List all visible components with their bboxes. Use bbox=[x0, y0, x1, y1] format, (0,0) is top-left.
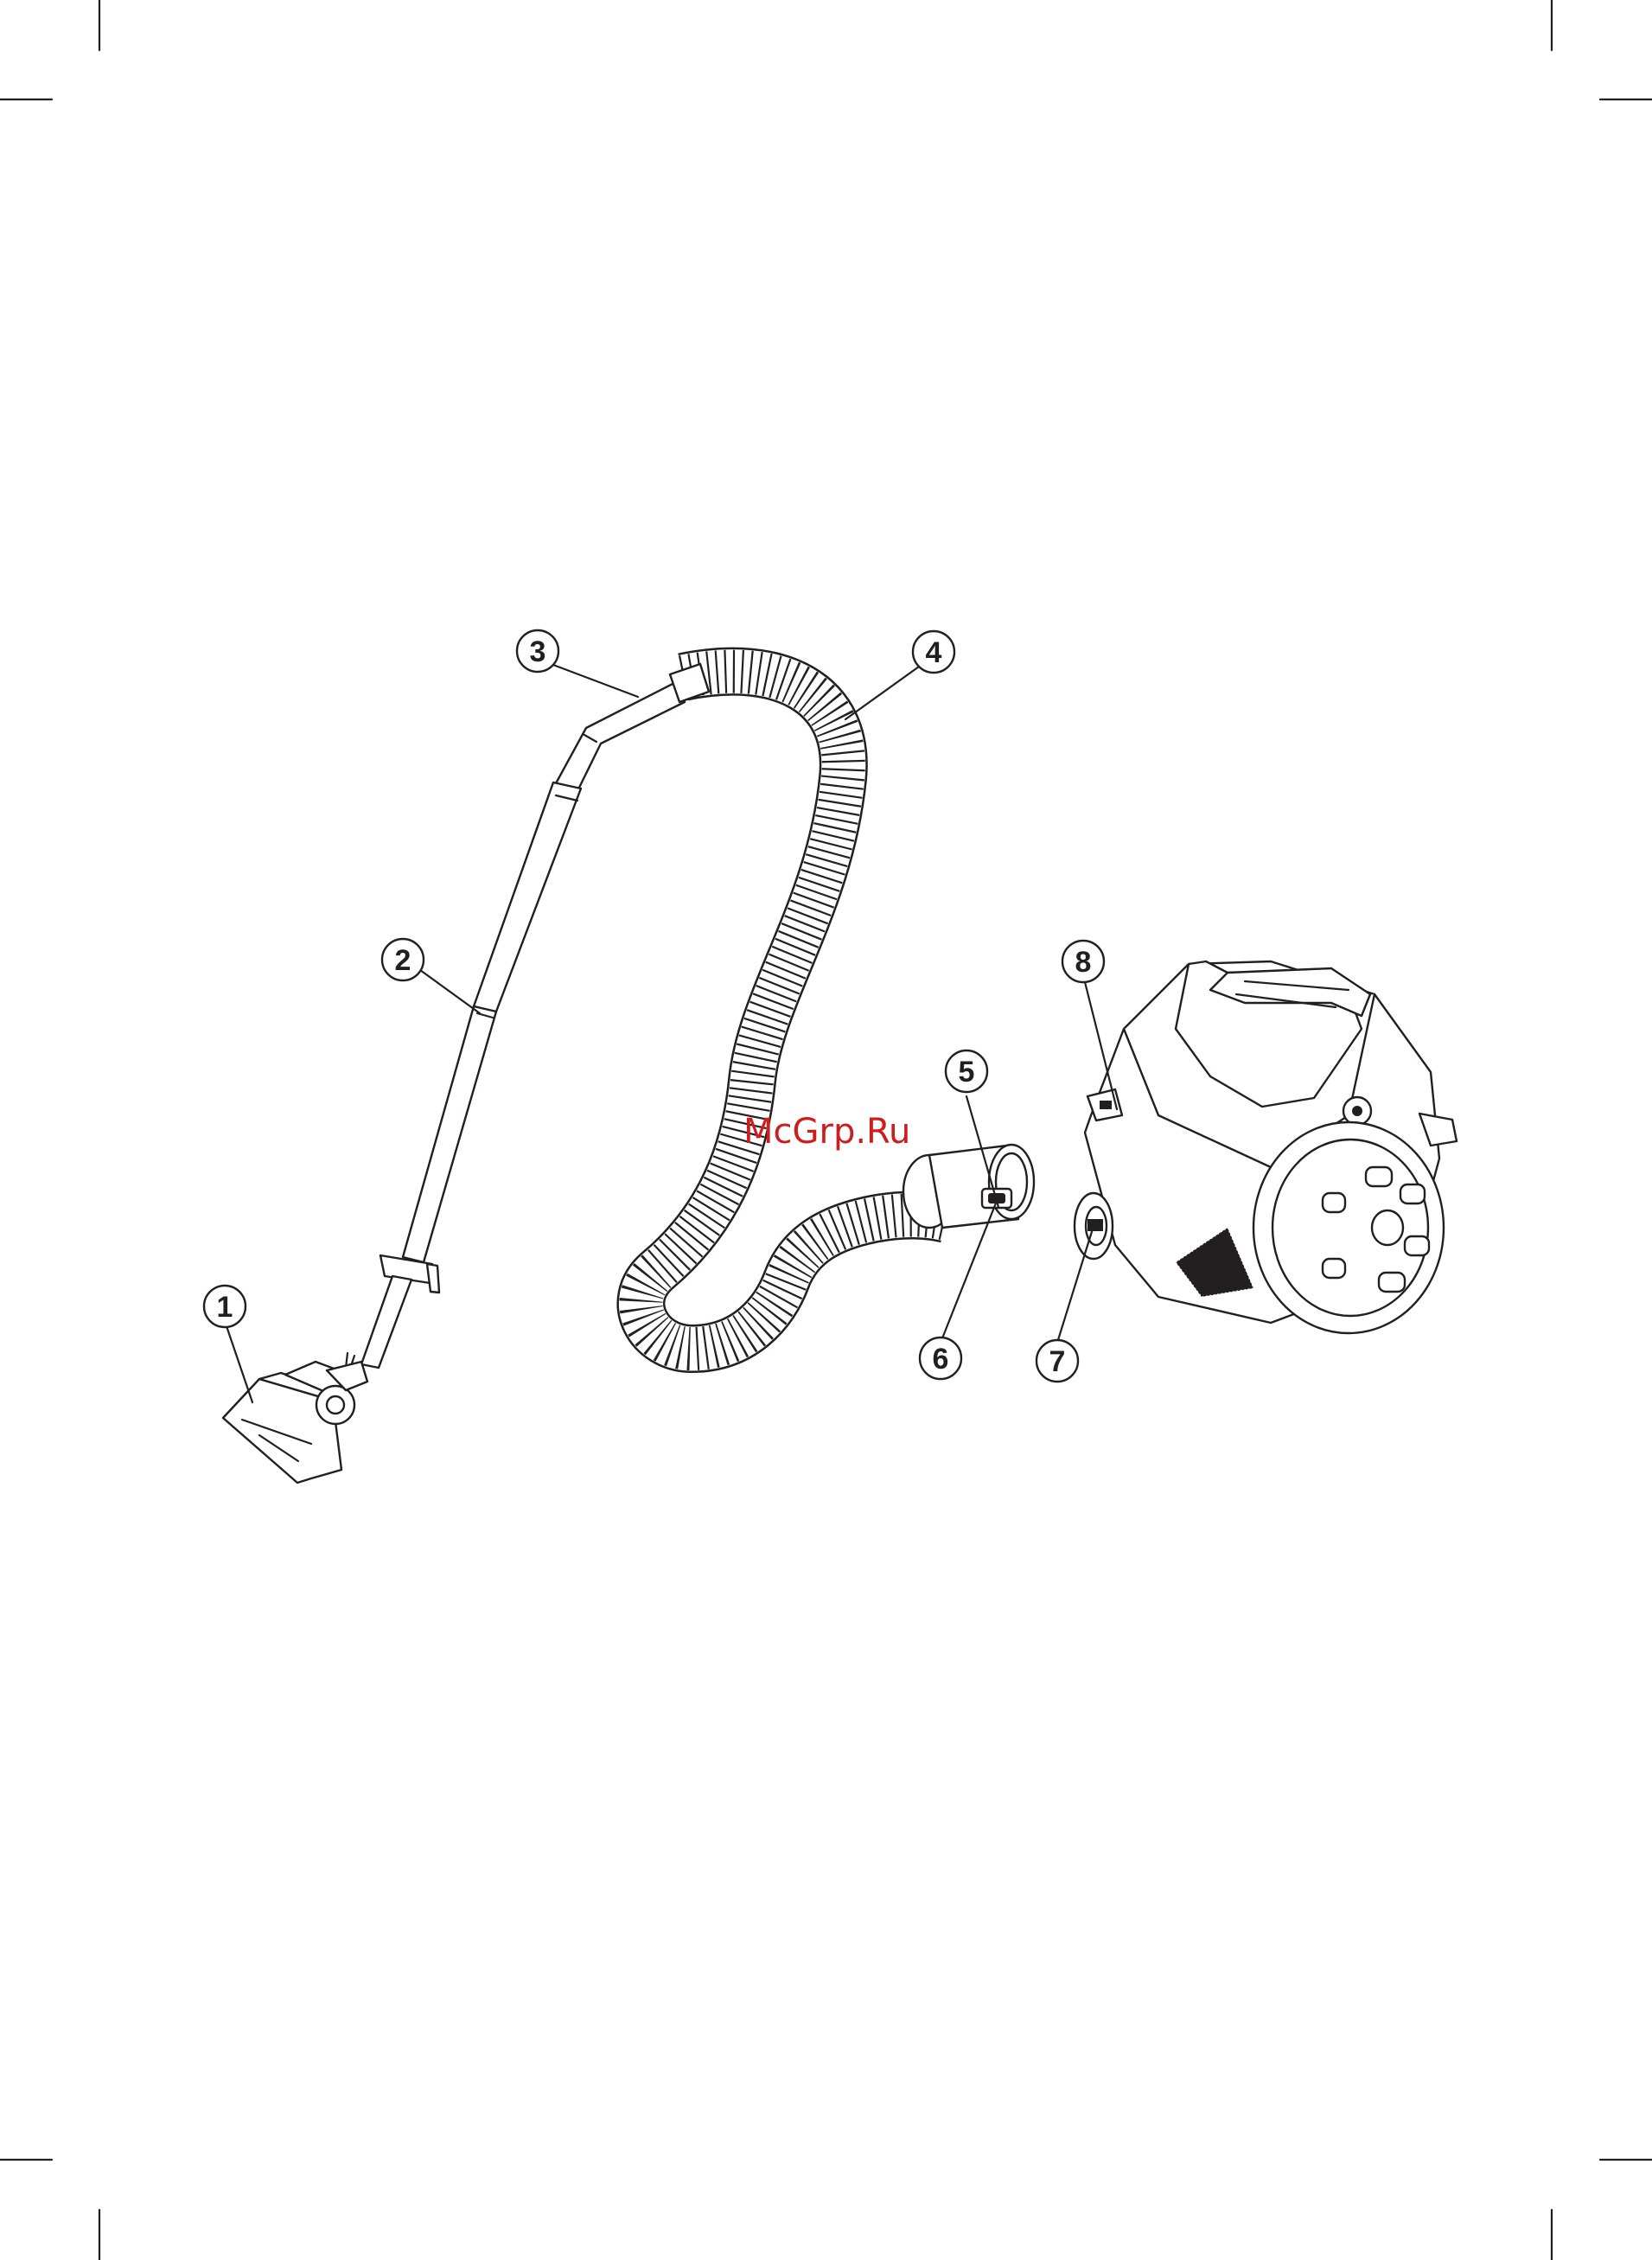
callout-8: 8 bbox=[1062, 941, 1104, 982]
hose-coupling bbox=[903, 1145, 1034, 1228]
callout-6: 6 bbox=[920, 1337, 961, 1379]
vacuum-body bbox=[1075, 961, 1457, 1333]
callout-number: 7 bbox=[1049, 1345, 1066, 1378]
flexible-hose bbox=[641, 672, 947, 1349]
callout-7: 7 bbox=[1036, 1340, 1078, 1382]
hose-handle bbox=[555, 664, 709, 791]
leader-lines bbox=[225, 665, 1117, 1402]
callout-number: 6 bbox=[933, 1343, 949, 1376]
callout-number: 1 bbox=[217, 1291, 233, 1324]
callout-number: 2 bbox=[395, 944, 411, 977]
telescopic-tube bbox=[346, 782, 581, 1368]
callout-number: 5 bbox=[959, 1056, 975, 1089]
callout-4: 4 bbox=[913, 631, 954, 673]
callout-number: 4 bbox=[926, 636, 942, 669]
watermark-text: McGrp.Ru bbox=[743, 1112, 910, 1152]
callout-5: 5 bbox=[946, 1050, 987, 1092]
callout-number: 3 bbox=[530, 635, 546, 668]
callout-1: 1 bbox=[204, 1286, 246, 1327]
callout-3: 3 bbox=[517, 630, 558, 672]
callout-number: 8 bbox=[1075, 946, 1092, 979]
callout-2: 2 bbox=[382, 939, 424, 980]
